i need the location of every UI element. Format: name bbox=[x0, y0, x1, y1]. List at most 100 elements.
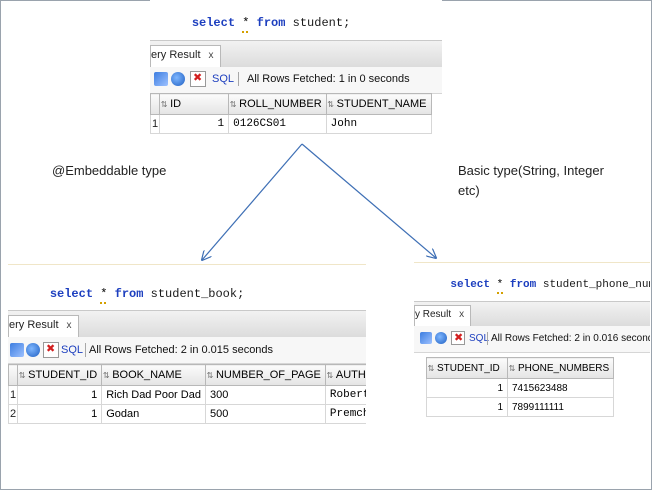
tab-bar: ery Result x bbox=[150, 40, 442, 68]
arrow-to-embeddable bbox=[202, 143, 303, 260]
column-header-phone-numbers[interactable]: ⇅PHONE_NUMBERS bbox=[506, 357, 615, 379]
sort-icon: ⇅ bbox=[160, 100, 168, 109]
column-header-book-name[interactable]: ⇅BOOK_NAME bbox=[101, 364, 206, 386]
refresh-icon[interactable] bbox=[171, 72, 185, 86]
close-icon[interactable]: x bbox=[459, 309, 465, 320]
table-cell[interactable]: 0126CS01 bbox=[228, 114, 327, 134]
tab-query-result[interactable]: ery Result x bbox=[8, 315, 79, 338]
table-cell[interactable]: 7415623488 bbox=[506, 378, 615, 398]
freeze-view-icon[interactable] bbox=[10, 343, 24, 357]
column-label: ROLL_NUMBER bbox=[239, 98, 322, 110]
tab-query-result[interactable]: ery Result x bbox=[150, 45, 221, 68]
tab-label: y Result bbox=[415, 309, 452, 320]
refresh-icon[interactable] bbox=[26, 343, 40, 357]
table-cell[interactable]: Premchand bbox=[324, 404, 366, 424]
table-cell[interactable]: John bbox=[325, 114, 432, 134]
basic-type-label-line: Basic type(String, Integer bbox=[458, 163, 604, 178]
tab-bar: ery Result x bbox=[8, 310, 366, 338]
sql-keyword: from bbox=[114, 287, 144, 301]
sql-link[interactable]: SQL bbox=[212, 73, 235, 85]
freeze-view-icon[interactable] bbox=[420, 332, 432, 344]
table-cell[interactable]: 300 bbox=[204, 385, 326, 405]
table-cell[interactable]: 1 bbox=[159, 114, 230, 134]
sql-table-name: student; bbox=[292, 16, 351, 30]
sort-icon: ⇅ bbox=[326, 371, 334, 380]
column-label: STUDENT_ID bbox=[28, 369, 98, 381]
column-label: STUDENT_ID bbox=[437, 362, 500, 374]
row-number: 1 bbox=[8, 385, 19, 405]
sql-query: select * from student_book; bbox=[21, 273, 244, 315]
column-label: ID bbox=[170, 98, 182, 110]
tab-query-result[interactable]: y Result x bbox=[414, 305, 472, 327]
sql-query: select * from student; bbox=[163, 2, 350, 44]
embeddable-type-label: @Embeddable type bbox=[52, 163, 167, 178]
row-number: 1 bbox=[150, 114, 161, 134]
table-cell[interactable]: 1 bbox=[426, 378, 508, 398]
sort-icon: ⇅ bbox=[102, 371, 110, 380]
delete-icon[interactable] bbox=[190, 71, 206, 87]
table-cell[interactable]: 1 bbox=[17, 385, 103, 405]
sql-link[interactable]: SQL bbox=[469, 333, 490, 344]
column-label: STUDENT_NAME bbox=[336, 98, 427, 110]
sql-query: select * from student_phone_number; bbox=[424, 267, 650, 303]
column-header-author[interactable]: ⇅AUTHOR bbox=[324, 364, 366, 386]
sort-icon: ⇅ bbox=[206, 371, 214, 380]
row-header-cell bbox=[8, 364, 19, 386]
column-header-student-name[interactable]: ⇅STUDENT_NAME bbox=[325, 93, 432, 115]
column-header-student-id[interactable]: ⇅STUDENT_ID bbox=[17, 364, 103, 386]
sql-star: * bbox=[100, 287, 108, 301]
table-row[interactable]: 1 7415623488 bbox=[426, 378, 615, 398]
student-table: ⇅ID ⇅ROLL_NUMBER ⇅STUDENT_NAME 1 1 0126C… bbox=[150, 93, 432, 134]
sql-table-name: student_phone_number; bbox=[542, 279, 650, 291]
sort-icon: ⇅ bbox=[229, 100, 237, 109]
refresh-icon[interactable] bbox=[435, 332, 447, 344]
table-row[interactable]: 1 7899111111 bbox=[426, 397, 615, 417]
table-cell[interactable]: Rich Dad Poor Dad bbox=[101, 385, 206, 405]
delete-icon[interactable] bbox=[451, 331, 465, 345]
table-cell[interactable]: Godan bbox=[101, 404, 206, 424]
column-label: BOOK_NAME bbox=[112, 369, 182, 381]
result-toolbar: SQL All Rows Fetched: 2 in 0.016 seconds bbox=[414, 326, 650, 353]
table-row[interactable]: 2 1 Godan 500 Premchand bbox=[8, 404, 366, 424]
column-header-number-of-page[interactable]: ⇅NUMBER_OF_PAGE bbox=[204, 364, 326, 386]
toolbar-divider bbox=[238, 72, 239, 86]
table-cell[interactable]: 1 bbox=[426, 397, 508, 417]
sort-icon: ⇅ bbox=[427, 363, 435, 373]
student-result-panel: select * from student; ery Result x SQL A… bbox=[150, 0, 442, 136]
close-icon[interactable]: x bbox=[66, 320, 72, 331]
tab-label: ery Result bbox=[151, 49, 201, 61]
table-cell[interactable]: 1 bbox=[17, 404, 103, 424]
column-label: PHONE_NUMBERS bbox=[518, 362, 610, 374]
student-book-table: ⇅STUDENT_ID ⇅BOOK_NAME ⇅NUMBER_OF_PAGE ⇅… bbox=[8, 364, 366, 424]
table-cell[interactable]: 7899111111 bbox=[506, 397, 615, 417]
close-icon[interactable]: x bbox=[208, 50, 214, 61]
sort-icon: ⇅ bbox=[508, 363, 516, 373]
fetch-status: All Rows Fetched: 2 in 0.015 seconds bbox=[89, 344, 274, 356]
sql-star: * bbox=[242, 16, 250, 30]
table-cell[interactable]: Robert T. Kiyosaki bbox=[324, 385, 366, 405]
table-cell[interactable]: 500 bbox=[204, 404, 326, 424]
column-label: AUTHOR bbox=[335, 369, 366, 381]
fetch-status: All Rows Fetched: 2 in 0.016 seconds bbox=[491, 333, 650, 344]
table-row[interactable]: 1 1 0126CS01 John bbox=[150, 114, 432, 134]
column-header-roll-number[interactable]: ⇅ROLL_NUMBER bbox=[228, 93, 327, 115]
sql-table-name: student_book; bbox=[150, 287, 245, 301]
sql-keyword: from bbox=[256, 16, 286, 30]
column-header-student-id[interactable]: ⇅STUDENT_ID bbox=[426, 357, 508, 379]
column-label: NUMBER_OF_PAGE bbox=[215, 369, 321, 381]
sql-link[interactable]: SQL bbox=[61, 344, 84, 356]
column-header-id[interactable]: ⇅ID bbox=[159, 93, 230, 115]
delete-icon[interactable] bbox=[43, 342, 59, 358]
freeze-view-icon[interactable] bbox=[154, 72, 168, 86]
basic-type-label-line: etc) bbox=[458, 183, 480, 198]
table-row[interactable]: 1 1 Rich Dad Poor Dad 300 Robert T. Kiyo… bbox=[8, 385, 366, 405]
tab-label: ery Result bbox=[9, 319, 59, 331]
fetch-status: All Rows Fetched: 1 in 0 seconds bbox=[247, 73, 410, 85]
basic-type-label: Basic type(String, Integer etc) bbox=[458, 161, 604, 201]
row-number: 2 bbox=[8, 404, 19, 424]
toolbar-divider bbox=[487, 332, 488, 345]
student-phone-table: ⇅STUDENT_ID ⇅PHONE_NUMBERS 1 7415623488 … bbox=[426, 357, 615, 417]
result-toolbar: SQL All Rows Fetched: 1 in 0 seconds bbox=[150, 67, 442, 94]
